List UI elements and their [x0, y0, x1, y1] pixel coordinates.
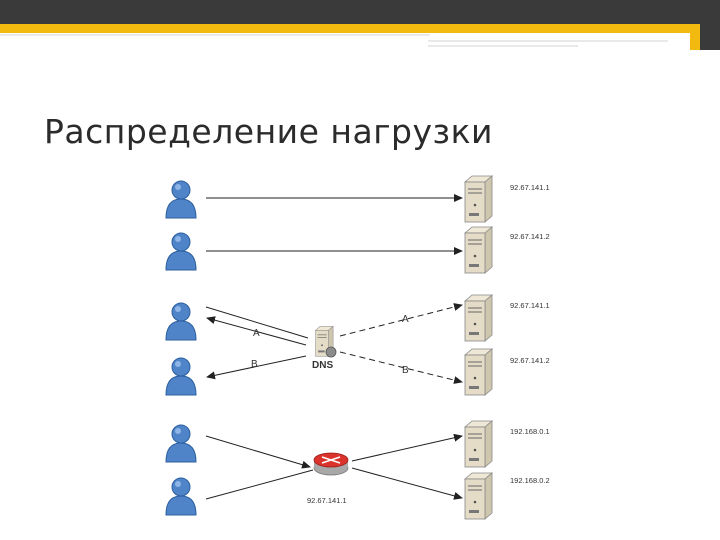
- dns-record-line: [339, 351, 463, 384]
- user-icon: [165, 357, 197, 396]
- header-thin-line-2: [428, 40, 668, 42]
- dns-record-label: A: [402, 314, 409, 325]
- user-icon: [165, 302, 197, 341]
- dns-record-label: B: [402, 365, 409, 376]
- dns-answer-arrow: [206, 316, 307, 346]
- server-ip-label: 192.168.0.1: [510, 427, 550, 436]
- header-accent-bar: [0, 24, 700, 33]
- router-connection-line: [205, 469, 314, 500]
- dns-record-line: [339, 303, 463, 337]
- server-icon: [464, 348, 493, 396]
- user-icon: [165, 477, 197, 516]
- server-icon: [464, 294, 493, 342]
- server-icon: [464, 226, 493, 274]
- server-ip-label: 92.67.141.1: [510, 183, 550, 192]
- dns-request-line: [205, 306, 309, 339]
- server-ip-label: 92.67.141.2: [510, 232, 550, 241]
- dns-label: DNS: [312, 360, 333, 371]
- dns-answer-label: B: [251, 359, 258, 370]
- user-icon: [165, 424, 197, 463]
- header-thin-line: [0, 34, 430, 36]
- header-decoration: [0, 0, 720, 50]
- server-icon: [464, 472, 493, 520]
- server-icon: [464, 420, 493, 468]
- router-connection-arrow: [351, 467, 463, 500]
- user-icon: [165, 232, 197, 271]
- dns-request-line: [206, 355, 307, 380]
- router-icon: [313, 452, 349, 476]
- server-ip-label: 92.67.141.1: [510, 301, 550, 310]
- server-icon: [464, 175, 493, 223]
- slide-title: Распределение нагрузки: [44, 112, 493, 151]
- router-connection-arrow: [205, 435, 311, 469]
- router-connection-arrow: [351, 433, 463, 462]
- dns-answer-label: A: [253, 328, 260, 339]
- server-ip-label: 92.67.141.2: [510, 356, 550, 365]
- header-thin-line-3: [428, 45, 578, 47]
- dns-globe-icon: [325, 346, 337, 358]
- user-icon: [165, 180, 197, 219]
- router-ip-label: 92.67.141.1: [307, 496, 347, 505]
- server-ip-label: 192.168.0.2: [510, 476, 550, 485]
- header-accent-bar-right: [690, 33, 700, 50]
- header-dark-bar: [0, 0, 720, 24]
